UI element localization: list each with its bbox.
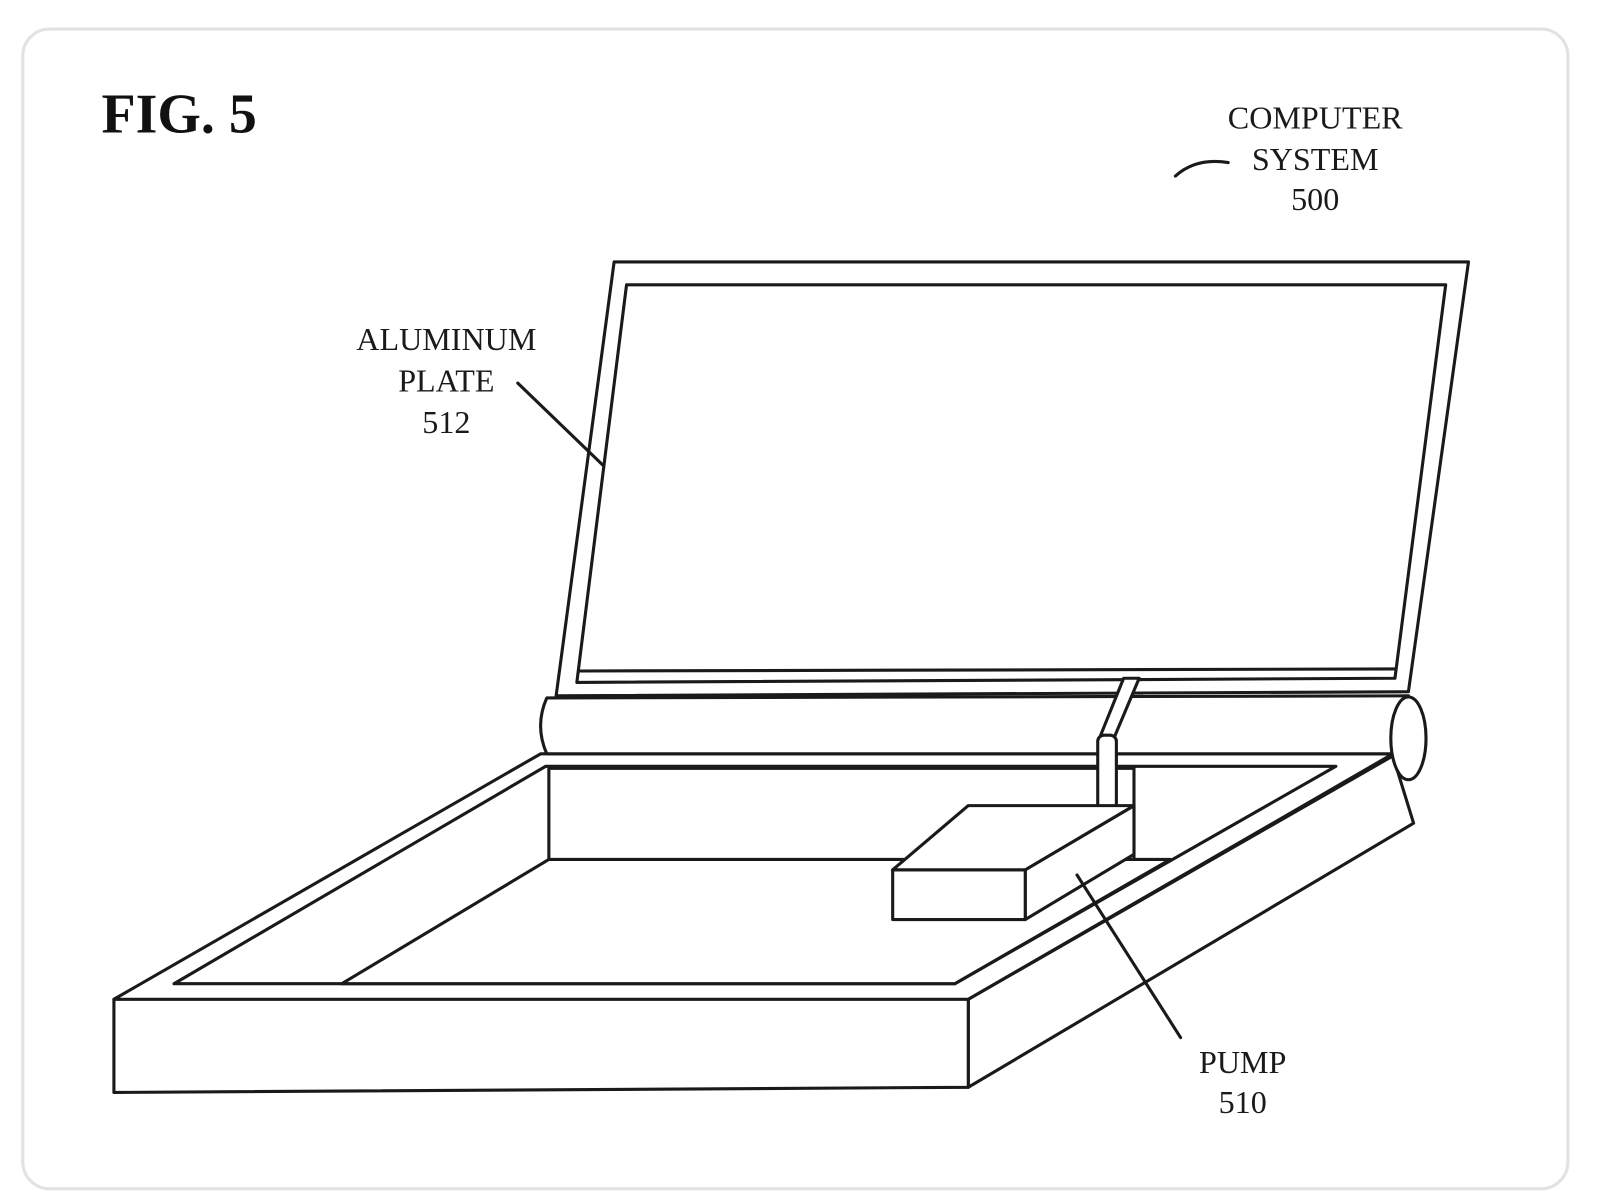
label-aluminum-plate: ALUMINUM PLATE 512 — [356, 321, 536, 440]
label-pump: PUMP 510 — [1199, 1044, 1286, 1120]
svg-text:PLATE: PLATE — [398, 362, 494, 398]
figure-title: FIG. 5 — [101, 84, 256, 146]
label-computer-system: COMPUTER SYSTEM 500 — [1228, 99, 1403, 217]
svg-text:ALUMINUM: ALUMINUM — [356, 321, 536, 357]
pump — [891, 804, 1136, 922]
laptop-base — [112, 752, 1416, 1095]
leader-line-aluminum-plate — [516, 381, 606, 468]
leader-line-computer-system — [1173, 159, 1230, 178]
svg-text:PUMP: PUMP — [1199, 1044, 1286, 1080]
svg-text:500: 500 — [1291, 181, 1339, 217]
display-lid — [554, 260, 1471, 698]
coolant-tube — [1096, 676, 1141, 812]
svg-text:COMPUTER: COMPUTER — [1228, 99, 1403, 135]
hinge — [539, 694, 1428, 782]
svg-text:SYSTEM: SYSTEM — [1252, 141, 1379, 177]
leader-line-pump — [1075, 873, 1183, 1040]
svg-text:512: 512 — [422, 404, 470, 440]
svg-text:510: 510 — [1219, 1084, 1267, 1120]
